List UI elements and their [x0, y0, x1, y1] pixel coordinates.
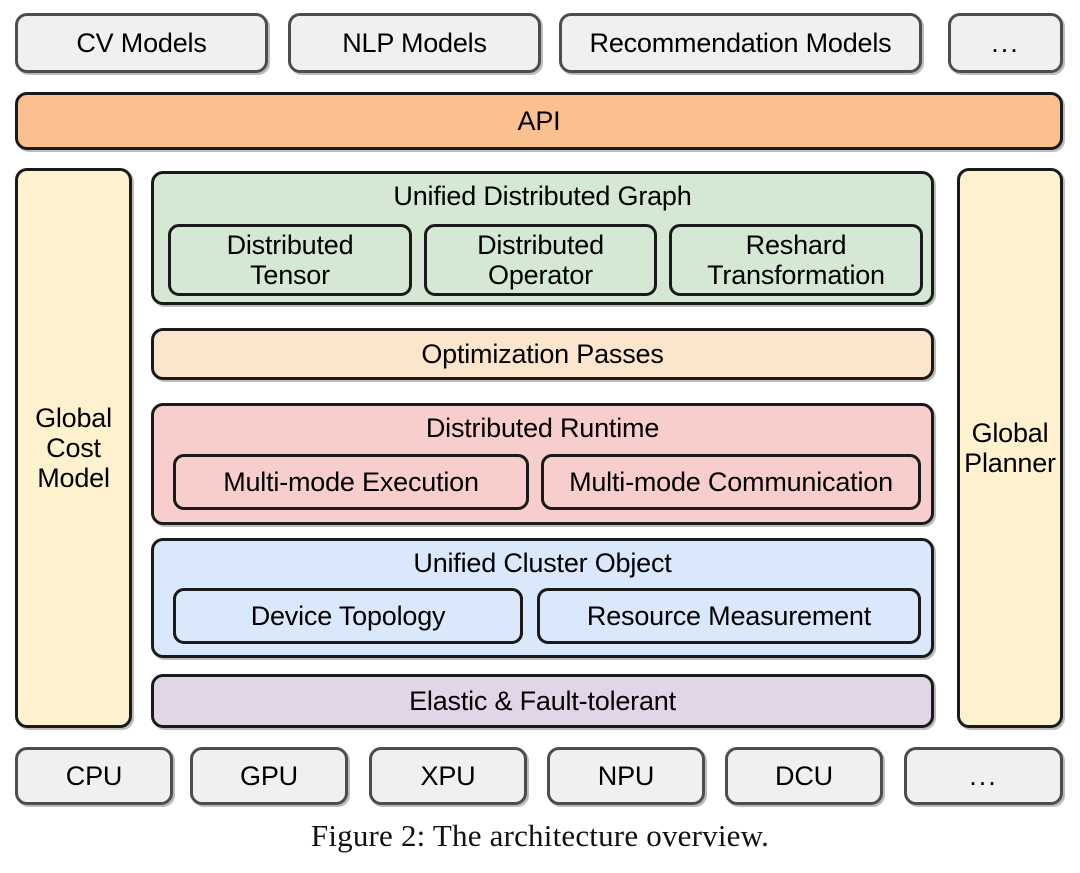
- resource-measurement-label: Resource Measurement: [586, 600, 872, 631]
- global-planner-line-2: Planner: [964, 448, 1056, 478]
- reshard-transformation-line-1: Reshard: [745, 229, 847, 260]
- model-box-label: ...: [991, 27, 1020, 58]
- global-cost-model-line-2: Cost: [46, 432, 101, 463]
- reshard-transformation-line-2: Transformation: [707, 260, 885, 290]
- hardware-box-xpu: XPU: [369, 747, 527, 805]
- global-cost-model-panel: Global Cost Model: [15, 168, 132, 728]
- model-box-cv: CV Models: [15, 13, 268, 73]
- hardware-box-label: XPU: [420, 760, 476, 791]
- resource-measurement-box: Resource Measurement: [537, 588, 921, 644]
- api-label: API: [517, 105, 561, 136]
- hardware-box-label: DCU: [775, 760, 833, 791]
- unified-cluster-object-title: Unified Cluster Object: [413, 548, 672, 578]
- distributed-operator-line-2: Operator: [488, 260, 593, 290]
- model-box-label: Recommendation Models: [589, 27, 892, 58]
- distributed-runtime-group: Distributed Runtime Multi-mode Execution…: [151, 403, 934, 525]
- model-box-nlp: NLP Models: [288, 13, 541, 73]
- model-box-label: NLP Models: [342, 27, 487, 58]
- unified-cluster-object-group: Unified Cluster Object Device Topology R…: [151, 538, 934, 658]
- unified-distributed-graph-group: Unified Distributed Graph Distributed Te…: [151, 171, 934, 305]
- device-topology-label: Device Topology: [250, 600, 446, 631]
- multi-mode-communication-box: Multi-mode Communication: [541, 454, 921, 510]
- hardware-box-label: NPU: [597, 760, 655, 791]
- api-band: API: [15, 92, 1063, 150]
- unified-distributed-graph-title: Unified Distributed Graph: [393, 181, 692, 211]
- hardware-box-gpu: GPU: [190, 747, 348, 805]
- optimization-passes-band: Optimization Passes: [151, 328, 934, 380]
- hardware-box-cpu: CPU: [15, 747, 173, 805]
- distributed-tensor-line-1: Distributed: [226, 229, 354, 260]
- multi-mode-execution-box: Multi-mode Execution: [173, 454, 529, 510]
- distributed-tensor-line-2: Tensor: [250, 260, 330, 290]
- multi-mode-execution-label: Multi-mode Execution: [223, 466, 479, 497]
- hardware-box-label: CPU: [65, 760, 123, 791]
- distributed-tensor-box: Distributed Tensor: [168, 224, 412, 296]
- elastic-fault-tolerant-band: Elastic & Fault-tolerant: [151, 674, 934, 728]
- global-cost-model-line-3: Model: [37, 463, 110, 494]
- global-cost-model-line-1: Global: [35, 402, 112, 433]
- global-planner-panel: Global Planner: [957, 168, 1063, 728]
- hardware-box-label: ...: [969, 760, 998, 791]
- distributed-operator-box: Distributed Operator: [424, 224, 657, 296]
- optimization-passes-label: Optimization Passes: [421, 338, 664, 369]
- model-box-recommendation: Recommendation Models: [559, 13, 922, 73]
- model-box-label: CV Models: [76, 27, 207, 58]
- hardware-box-label: GPU: [240, 760, 298, 791]
- distributed-runtime-title: Distributed Runtime: [425, 413, 660, 443]
- hardware-box-npu: NPU: [547, 747, 705, 805]
- figure-caption: Figure 2: The architecture overview.: [310, 818, 770, 853]
- multi-mode-communication-label: Multi-mode Communication: [569, 466, 893, 497]
- model-box-more: ...: [948, 13, 1063, 73]
- hardware-box-dcu: DCU: [725, 747, 883, 805]
- reshard-transformation-box: Reshard Transformation: [669, 224, 923, 296]
- global-planner-line-1: Global: [971, 417, 1049, 448]
- elastic-fault-tolerant-label: Elastic & Fault-tolerant: [409, 685, 676, 716]
- hardware-box-more: ...: [904, 747, 1063, 805]
- device-topology-box: Device Topology: [173, 588, 523, 644]
- distributed-operator-line-1: Distributed: [477, 229, 604, 260]
